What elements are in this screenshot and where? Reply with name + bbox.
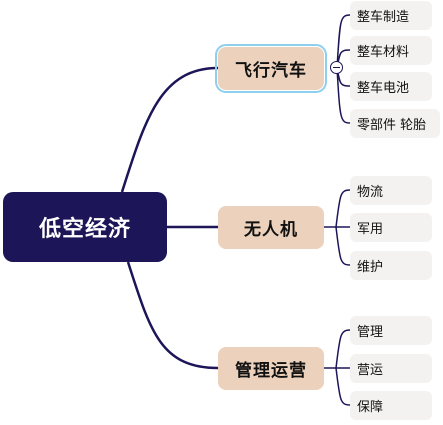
leaf-node[interactable]: 营运 — [350, 354, 432, 383]
root-node[interactable]: 低空经济 — [3, 192, 167, 262]
leaf-node[interactable]: 保障 — [350, 391, 432, 420]
leaf-node[interactable]: 整车电池 — [350, 72, 432, 101]
connector-root-to-branch-1 — [120, 66, 219, 193]
branch-node-operations[interactable]: 管理运营 — [218, 347, 324, 390]
leaf-node[interactable]: 物流 — [350, 176, 432, 205]
connector-branch-1-to-leaf-4 — [336, 67, 351, 124]
connector-branch-2-to-leaf-1 — [335, 189, 351, 228]
connector-branch-1-to-leaf-1 — [336, 14, 351, 69]
leaf-node[interactable]: 零部件 轮胎 — [350, 109, 440, 138]
branch-node-flying-car[interactable]: 飞行汽车 — [215, 44, 327, 93]
collapse-toggle-icon[interactable] — [330, 61, 343, 74]
leaf-node[interactable]: 整车材料 — [350, 36, 432, 65]
leaf-node[interactable]: 整车制造 — [350, 1, 432, 30]
branch-node-drone[interactable]: 无人机 — [218, 206, 324, 249]
leaf-node[interactable]: 维护 — [350, 251, 432, 280]
leaf-node[interactable]: 管理 — [350, 316, 432, 345]
leaf-node[interactable]: 军用 — [350, 213, 432, 242]
connector-branch-2-to-leaf-3 — [335, 226, 351, 266]
connector-branch-3-to-leaf-3 — [335, 367, 351, 406]
connector-branch-3-to-leaf-1 — [335, 329, 351, 369]
connector-root-to-branch-3 — [126, 261, 219, 370]
